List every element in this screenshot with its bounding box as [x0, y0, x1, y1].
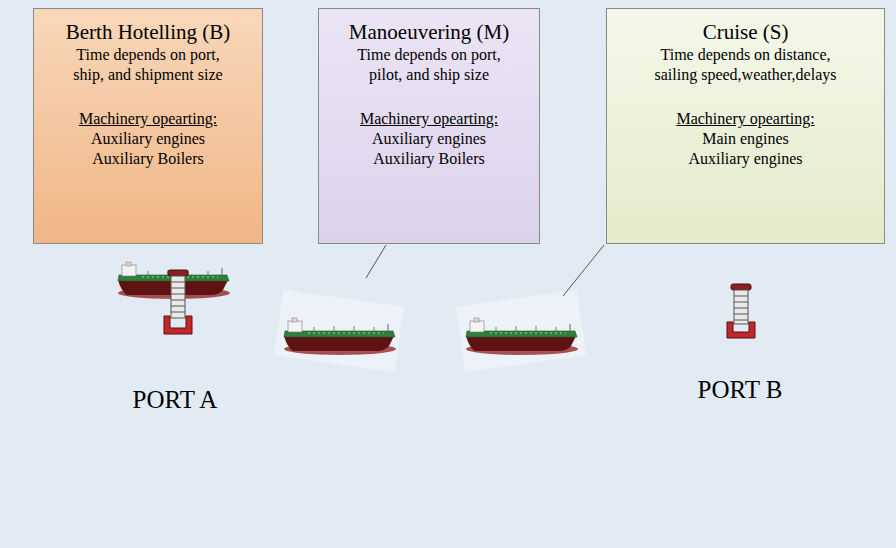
box-subheading: Machinery opearting:: [79, 109, 217, 129]
leader-line: [366, 245, 386, 278]
box-heading: Manoeuvering (M): [349, 19, 509, 45]
box-subheading: Machinery opearting:: [676, 109, 814, 129]
phase-box: Cruise (S)Time depends on distance, sail…: [606, 8, 885, 244]
mooring-pier: [727, 284, 755, 338]
box-subheading: Machinery opearting:: [360, 109, 498, 129]
ship-halo: [456, 290, 586, 372]
machinery-item: Auxiliary Boilers: [373, 149, 485, 169]
port-circle: PORT A: [35, 260, 315, 540]
port-circle: PORT B: [630, 280, 850, 500]
port-label: PORT B: [698, 375, 783, 405]
ship: [118, 262, 230, 299]
machinery-item: Auxiliary engines: [688, 149, 802, 169]
machinery-item: Auxiliary engines: [372, 129, 486, 149]
phase-box: Manoeuvering (M)Time depends on port, pi…: [318, 8, 540, 244]
box-body: Time depends on port, ship, and shipment…: [59, 45, 237, 85]
box-body: Time depends on port, pilot, and ship si…: [339, 45, 519, 85]
machinery-item: Auxiliary Boilers: [92, 149, 204, 169]
frame-line: [9, 0, 10, 548]
port-disc: [36, 261, 314, 539]
port-disc: [631, 281, 849, 499]
machinery-item: Auxiliary engines: [91, 129, 205, 149]
ship-halo: [274, 290, 404, 372]
frame-line: [0, 543, 896, 544]
ship: [284, 318, 396, 355]
phase-box: Berth Hotelling (B)Time depends on port,…: [33, 8, 263, 244]
mooring-pier: [164, 270, 192, 334]
box-heading: Cruise (S): [703, 19, 789, 45]
box-body: Time depends on distance, sailing speed,…: [638, 45, 853, 85]
ship: [466, 318, 578, 355]
machinery-item: Main engines: [702, 129, 789, 149]
box-heading: Berth Hotelling (B): [66, 19, 230, 45]
leader-line: [563, 245, 604, 296]
port-label: PORT A: [133, 385, 218, 415]
